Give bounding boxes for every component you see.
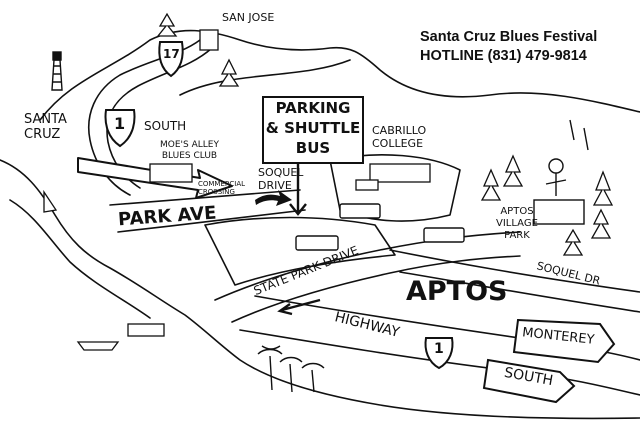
label-aptos: APTOS xyxy=(406,276,508,307)
festival-title: Santa Cruz Blues Festival xyxy=(420,29,598,45)
sailboat-icon xyxy=(43,189,58,213)
state-park-drive-road xyxy=(214,231,521,301)
san-jose-building-icon xyxy=(199,29,219,51)
label-san-jose: SAN JOSE xyxy=(222,11,275,24)
palm-tree-icon xyxy=(257,345,325,393)
hwy1-shield-north-icon xyxy=(104,109,136,148)
label-cabrillo-college: CABRILLO COLLEGE xyxy=(372,124,427,150)
mountain-ridge xyxy=(39,29,640,121)
cliff-edge xyxy=(9,199,151,319)
tree-icon xyxy=(156,12,614,256)
monterey-sign-icon xyxy=(512,318,616,364)
label-moes-alley: MOE'S ALLEY BLUES CLUB xyxy=(160,140,219,161)
stage-musician-icon xyxy=(533,119,589,225)
south-sign-icon xyxy=(482,358,576,404)
parking-sign-line2: & SHUTTLE xyxy=(265,119,361,137)
festival-hotline: HOTLINE (831) 479-9814 xyxy=(420,48,587,64)
parking-sign-line1: PARKING xyxy=(275,99,351,117)
label-santa-cruz: SANTA CRUZ xyxy=(24,112,67,142)
label-commercial-crossing: COMMERCIAL CROSSING xyxy=(198,180,246,196)
label-soquel-drive: SOQUEL DRIVE xyxy=(258,166,304,192)
hwy17-shield-icon xyxy=(158,41,184,78)
parking-lot xyxy=(204,216,396,286)
pier-icon xyxy=(76,323,165,351)
soquel-drive-road xyxy=(389,249,640,293)
blues-club-building-icon xyxy=(149,163,193,183)
state-park-arrow-icon xyxy=(277,298,321,316)
park-ave-arrow-icon xyxy=(255,190,292,206)
shuttle-bus-icon xyxy=(295,203,465,251)
coastline xyxy=(0,159,640,420)
label-hwy17-number: 17 xyxy=(163,47,180,61)
mountain-ridge-2 xyxy=(179,59,351,96)
parking-shuttle-sign: PARKING & SHUTTLE BUS xyxy=(262,96,364,164)
label-hwy1-north-number: 1 xyxy=(114,114,126,133)
college-building-icon xyxy=(355,163,431,191)
festival-header: Santa Cruz Blues Festival HOTLINE (831) … xyxy=(420,28,597,66)
label-aptos-village-park: APTOS VILLAGE PARK xyxy=(496,206,538,241)
park-ave-road xyxy=(109,189,301,206)
lighthouse-icon xyxy=(51,51,63,91)
label-hwy1-south-number: 1 xyxy=(434,341,444,357)
parking-sign-line3: BUS xyxy=(295,139,331,157)
hwy1-shield-south-icon xyxy=(424,337,454,370)
shuttle-arrow-icon xyxy=(289,162,307,216)
label-hwy1-north-direction: SOUTH xyxy=(144,119,187,133)
